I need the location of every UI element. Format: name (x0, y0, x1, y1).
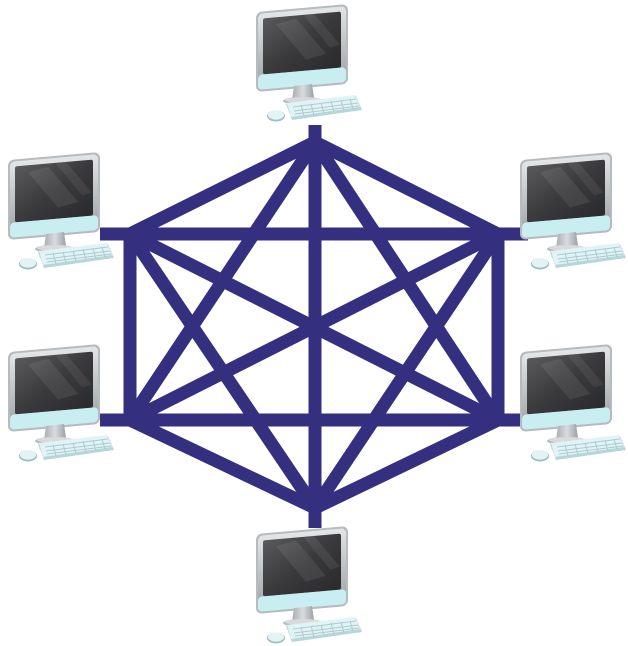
link-upper-right-bottom (308, 227, 505, 515)
link-top-upper-left (123, 135, 322, 241)
computer-top (255, 3, 363, 123)
computer-bottom (255, 525, 363, 644)
desktop-computer-icon (7, 151, 115, 270)
desktop-computer-icon (519, 343, 627, 462)
link-upper-right-lower-left (123, 227, 505, 427)
computer-upper-left (7, 151, 115, 270)
desktop-computer-icon (255, 3, 363, 123)
link-top-upper-right (308, 135, 505, 241)
desktop-computer-icon (519, 151, 627, 270)
computer-upper-right (519, 151, 627, 270)
link-lower-left-bottom (123, 413, 322, 515)
computer-lower-right (519, 343, 627, 462)
desktop-computer-icon (255, 525, 363, 644)
link-lower-right-bottom (308, 413, 505, 515)
desktop-computer-icon (7, 343, 115, 462)
network-links (100, 125, 528, 528)
computer-lower-left (7, 343, 115, 462)
